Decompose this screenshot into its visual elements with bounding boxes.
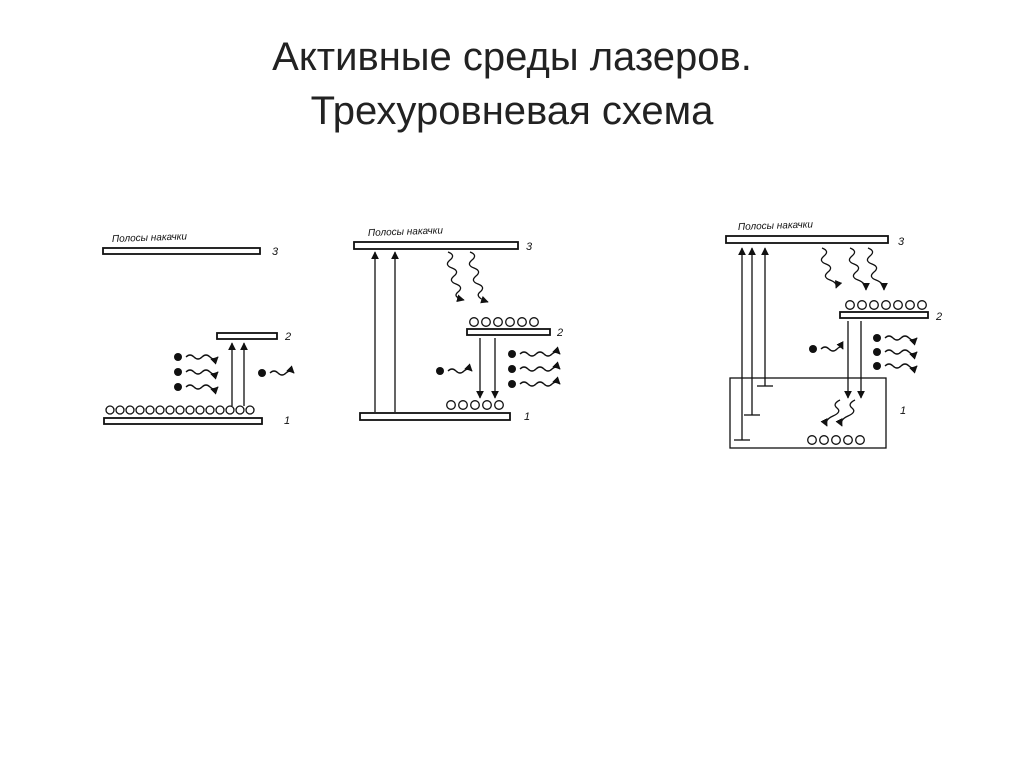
level-1-bar bbox=[359, 412, 511, 421]
page-title: Активные среды лазеров. Трехуровневая сх… bbox=[0, 30, 1024, 138]
amplified-photons bbox=[873, 334, 918, 374]
lower-level-atoms bbox=[446, 400, 504, 410]
level-1-number: 1 bbox=[284, 415, 290, 427]
decay-wavy-arrows bbox=[820, 399, 856, 427]
level-2-bar bbox=[216, 332, 278, 340]
relaxation-wavy-arrows bbox=[820, 247, 888, 291]
level-2-number: 2 bbox=[556, 327, 563, 339]
ground-level-atoms bbox=[807, 435, 865, 445]
title-line-1: Активные среды лазеров. bbox=[272, 35, 752, 79]
level-3-number: 3 bbox=[898, 236, 905, 248]
title-line-2: Трехуровневая схема bbox=[310, 89, 714, 133]
ground-level-box bbox=[729, 377, 887, 449]
level-2-bar bbox=[466, 328, 551, 336]
panel-1-absorption: Полосы накачки 3 2 1 bbox=[102, 231, 295, 427]
level-3-number: 3 bbox=[526, 241, 533, 253]
level-3-bar bbox=[353, 241, 519, 250]
upper-level-atoms bbox=[469, 317, 539, 327]
incident-photon bbox=[436, 363, 473, 375]
level-2-number: 2 bbox=[284, 331, 291, 343]
ground-state-atoms bbox=[105, 405, 255, 415]
level-3-bar bbox=[102, 247, 261, 255]
transmitted-photon bbox=[258, 365, 295, 377]
pump-band-label: Полосы накачки bbox=[738, 219, 814, 233]
level-1-bar bbox=[103, 417, 263, 425]
level-2-number: 2 bbox=[935, 311, 942, 323]
pump-band-label: Полосы накачки bbox=[368, 225, 444, 239]
panel-3-depopulation: Полосы накачки 3 2 bbox=[725, 219, 942, 449]
level-1-number: 1 bbox=[524, 411, 530, 423]
incident-photon bbox=[809, 340, 844, 353]
level-2-bar bbox=[839, 311, 929, 319]
panel-2-amplification: Полосы накачки 3 2 1 bbox=[353, 225, 563, 423]
incident-photons bbox=[174, 353, 219, 395]
level-3-bar bbox=[725, 235, 889, 244]
level-1-number: 1 bbox=[900, 405, 906, 417]
relaxation-wavy-arrows bbox=[446, 251, 489, 304]
amplified-photons bbox=[508, 346, 561, 388]
pump-band-label: Полосы накачки bbox=[112, 231, 188, 245]
level-3-number: 3 bbox=[272, 246, 279, 258]
upper-level-atoms bbox=[845, 300, 927, 310]
